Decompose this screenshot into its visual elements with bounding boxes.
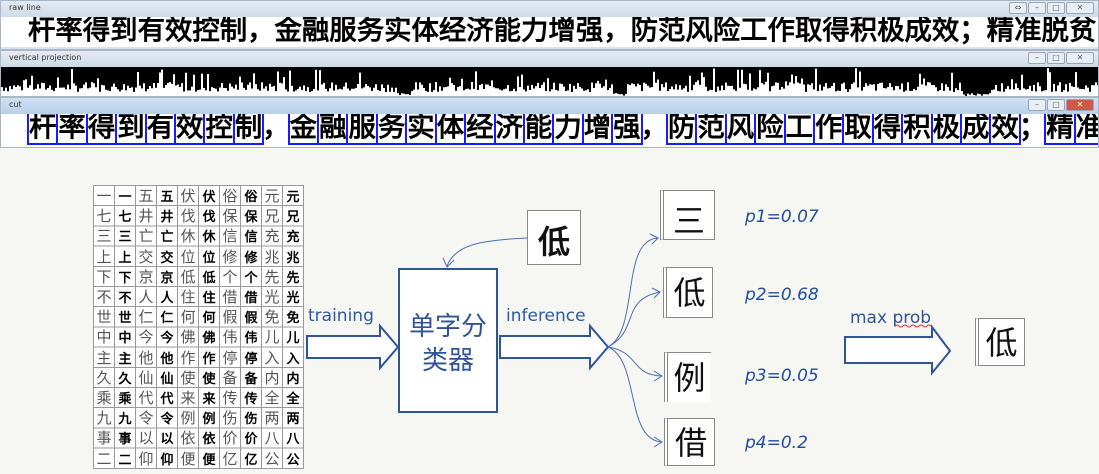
cut-char-box: 务 <box>375 114 408 145</box>
maximize-button[interactable]: □ <box>1047 99 1065 111</box>
cut-char-box: 控 <box>203 114 235 145</box>
cut-char-box: 范 <box>695 114 727 145</box>
cut-char-box: 服 <box>346 114 378 145</box>
training-character-grid: 一七三上下不世中主久乘九事二 一七三上下不世中主久乘九事二 五井亡交京人仁今他仙… <box>93 185 304 469</box>
grid-column-printed: 俗保信修个借假伟停备传伤价亿 <box>220 186 241 469</box>
cut-char-box: 杆 <box>27 114 59 145</box>
training-arrow <box>306 323 400 371</box>
grid-column-printed: 五井亡交京人仁今他仙代令以仰 <box>136 186 157 469</box>
close-button[interactable]: ✕ <box>1066 2 1094 14</box>
maxprob-arrow <box>844 324 952 376</box>
cut-char-box: 险 <box>754 114 786 145</box>
minimize-button[interactable]: – <box>1028 2 1046 14</box>
inference-label: inference <box>506 306 586 326</box>
cut-char-box: 工 <box>783 114 815 145</box>
candidate-char-4: 借 <box>664 418 715 466</box>
cut-char-box: 制 <box>232 114 265 145</box>
cut-char-box: ； <box>1018 114 1047 143</box>
cut-char-box: 经 <box>464 114 496 145</box>
cut-char-box: 融 <box>317 114 349 145</box>
cut-char-box: ， <box>262 114 290 143</box>
training-label: training <box>308 306 374 326</box>
candidate-char-2: 低 <box>663 267 713 318</box>
cut-char-box: 力 <box>552 114 584 145</box>
spellcheck-underline <box>894 324 932 328</box>
cut-char-box: 能 <box>522 114 555 145</box>
title-bar: raw line ⇔–□✕ <box>1 1 1098 17</box>
branch-curve-4 <box>607 346 663 448</box>
cut-char-box: 精 <box>1044 114 1076 145</box>
cut-char-box: 率 <box>56 114 88 145</box>
cut-char-box: 得 <box>871 114 904 145</box>
window-title: raw line <box>9 3 41 12</box>
close-button[interactable]: ✕ <box>1066 99 1094 111</box>
feedback-curve <box>446 237 528 267</box>
branch-curve-2 <box>607 287 661 348</box>
close-button[interactable]: ✕ <box>1066 52 1094 64</box>
raw-line-window: raw line ⇔–□✕ 杆率得到有效控制，金融服务实体经济能力增强，防范风险… <box>0 0 1099 50</box>
cut-char-box: 取 <box>842 114 874 145</box>
cut-char-box: 防 <box>665 114 698 145</box>
candidate-char-1: 三 <box>660 190 715 240</box>
maximize-button[interactable]: □ <box>1047 2 1065 14</box>
cut-char-box: 成 <box>960 114 992 145</box>
minimize-button[interactable]: – <box>1028 99 1046 111</box>
grid-column-rendered: 元兄充兆先光免儿入内全两八公 <box>283 186 304 469</box>
cut-char-box: 作 <box>812 114 845 145</box>
input-char-image: 低 <box>527 210 581 265</box>
grid-column-printed: 元兄充兆先光免儿入内全两八公 <box>262 186 283 469</box>
grid-column-printed: 一七三上下不世中主久乘九事二 <box>94 186 115 469</box>
grid-column-printed: 伏伐休位低住何佛作使来例依便 <box>178 186 199 469</box>
cut-char-box: 体 <box>434 114 467 145</box>
prob-3: p3=0.05 <box>745 366 819 386</box>
cut-char-box: ， <box>640 114 668 143</box>
cut-window: cut –□✕ 杆率得到有效控制，金融服务实体经济能力增强，防范风险工作取得积极… <box>0 97 1099 148</box>
cut-char-box: 风 <box>724 114 757 145</box>
cut-char-box: 金 <box>287 114 320 145</box>
cut-char-box: 强 <box>611 114 643 145</box>
minimize-button[interactable]: – <box>1028 52 1046 64</box>
cut-char-box: 准 <box>1073 114 1098 145</box>
grid-column-rendered: 五井亡交京人仁今他仙代令以仰 <box>157 186 178 469</box>
cut-char-box: 有 <box>144 114 177 145</box>
prob-4: p4=0.2 <box>745 433 808 453</box>
window-title: vertical projection <box>9 53 82 62</box>
branch-curve-3 <box>607 346 663 382</box>
cut-char-box: 增 <box>581 114 614 145</box>
projection-profile <box>1 68 1098 96</box>
resize-icon[interactable]: ⇔ <box>1009 2 1027 14</box>
result-char: 低 <box>975 318 1025 366</box>
raw-text-line: 杆率得到有效控制，金融服务实体经济能力增强，防范风险工作取得积极成效；精准脱贫 <box>28 17 1097 46</box>
grid-column-rendered: 俗保信修个借假伟停备传伤价亿 <box>241 186 262 469</box>
cut-char-box: 效 <box>174 114 206 145</box>
cut-char-box: 积 <box>901 114 933 145</box>
prob-2: p2=0.68 <box>745 285 819 305</box>
grid-column-rendered: 一七三上下不世中主久乘九事二 <box>115 186 136 469</box>
maximize-button[interactable]: □ <box>1047 52 1065 64</box>
branch-curve-1 <box>607 233 659 348</box>
cut-char-box: 得 <box>85 114 118 145</box>
cut-text-line: 杆率得到有效控制，金融服务实体经济能力增强，防范风险工作取得积极成效；精准脱贫 <box>27 114 1098 145</box>
max-prob-label: max prob <box>850 308 932 328</box>
projection-window: vertical projection –□✕ <box>0 50 1099 97</box>
prob-1: p1=0.07 <box>745 207 819 227</box>
grid-column-rendered: 伏伐休位低住何佛作使来例依便 <box>199 186 220 469</box>
cut-char-box: 实 <box>405 114 437 145</box>
cut-char-box: 济 <box>493 114 525 145</box>
cut-char-box: 效 <box>989 114 1021 145</box>
projection-histogram <box>1 67 1098 96</box>
single-char-classifier-box: 单字分类器 <box>398 268 498 413</box>
cut-char-box: 到 <box>115 114 147 145</box>
window-title: cut <box>9 100 22 109</box>
cut-char-box: 极 <box>930 114 962 145</box>
inference-arrow <box>499 323 610 371</box>
candidate-char-3: 例 <box>664 352 711 402</box>
